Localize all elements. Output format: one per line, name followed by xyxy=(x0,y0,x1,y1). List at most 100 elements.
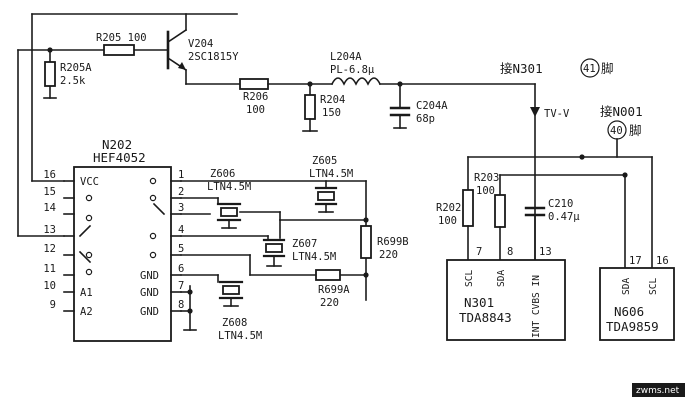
r202-value: 100 xyxy=(438,215,457,227)
v204-ref: V204 xyxy=(188,38,213,50)
n202-pin-9-number: 9 xyxy=(50,299,56,311)
n202-pin-10-label: A1 xyxy=(80,287,93,299)
r205a-resistor: R205A 2.5k xyxy=(44,61,92,87)
r205a-ref: R205A xyxy=(60,62,92,74)
n202-pin-4-number: 4 xyxy=(178,224,184,236)
n202-pin-8-label: GND xyxy=(140,306,159,318)
n202-pin-12-number: 12 xyxy=(43,243,56,255)
r205a-value: 2.5k xyxy=(60,75,86,87)
z608-filter: Z608 LTN4.5M xyxy=(217,274,262,342)
n202-pin-6-label: GND xyxy=(140,270,159,282)
z607-filter: Z607 LTN4.5M xyxy=(262,235,336,267)
n202-pin-8-number: 8 xyxy=(178,299,184,311)
z607-ref: Z607 xyxy=(292,238,317,250)
n202-pin-1-number: 1 xyxy=(178,169,184,181)
tv-v-signal: TV-V xyxy=(530,83,570,261)
l204a-ref: L204A xyxy=(330,51,362,63)
n001-note-suffix: 脚 xyxy=(629,123,642,138)
r206-resistor: R206 100 xyxy=(239,78,333,116)
n202-pin-7-number: 7 xyxy=(178,280,184,292)
r205-label: R205 100 xyxy=(96,32,147,44)
r202-ref: R202 xyxy=(436,202,461,214)
n202-pin-3-number: 3 xyxy=(178,202,184,214)
z605-part: LTN4.5M xyxy=(309,168,353,180)
n001-note-prefix: 接N001 xyxy=(600,104,643,119)
n202-pin-16-number: 16 xyxy=(43,169,56,181)
c210-value: 0.47μ xyxy=(548,211,580,223)
r203-resistor: R203 100 xyxy=(474,172,506,261)
z607-part: LTN4.5M xyxy=(292,251,336,263)
n301-scl-label: SCL xyxy=(464,270,475,287)
ic-n202: N202 HEF4052 16VCC151413121110A19A212345… xyxy=(43,137,184,342)
n001-note-pin: 40 xyxy=(610,125,623,137)
z605-ref: Z605 xyxy=(312,155,337,167)
n606-sda-label: SDA xyxy=(621,278,632,295)
z606-ref: Z606 xyxy=(210,168,235,180)
r206-ref: R206 xyxy=(243,91,268,103)
l204a-value: PL-6.8μ xyxy=(330,64,375,76)
n301-cvbs-label: INT CVBS IN xyxy=(531,275,542,338)
n301-ref: N301 xyxy=(464,295,494,310)
z605-filter: Z605 LTN4.5M xyxy=(309,155,353,213)
z606-part: LTN4.5M xyxy=(207,181,251,193)
n301-pin41-note: 接N301 41 脚 xyxy=(500,58,614,78)
n301-note-suffix: 脚 xyxy=(601,61,614,76)
c204a-value: 68p xyxy=(416,113,435,125)
r204-value: 150 xyxy=(322,107,341,119)
n202-pin-16-label: VCC xyxy=(80,176,99,188)
n301-pin-8: 8 xyxy=(507,246,513,258)
v204-part: 2SC1815Y xyxy=(188,51,239,63)
n001-pin40-note: 接N001 40 脚 xyxy=(600,104,643,140)
top-wiring xyxy=(17,13,238,237)
r699b-ref: R699B xyxy=(377,236,409,248)
n202-pin-7-label: GND xyxy=(140,287,159,299)
n202-part: HEF4052 xyxy=(93,150,146,165)
c204a-ref: C204A xyxy=(416,100,448,112)
r699b-value: 220 xyxy=(379,249,398,261)
r699a-value: 220 xyxy=(320,297,339,309)
n202-pin-13-number: 13 xyxy=(43,224,56,236)
ic-n301: 7 8 13 SCL SDA INT CVBS IN N301 TDA8843 xyxy=(446,246,566,341)
watermark: zwms.net xyxy=(632,383,685,397)
n606-ref: N606 xyxy=(614,304,644,319)
n202-internal-switches xyxy=(78,177,166,276)
n202-pin-2-number: 2 xyxy=(178,186,184,198)
tv-v-label: TV-V xyxy=(544,108,570,120)
n202-pin-11-number: 11 xyxy=(43,263,56,275)
n301-sda-label: SDA xyxy=(496,270,507,287)
r205-resistor: R205 100 xyxy=(96,32,147,56)
n606-pin-16: 16 xyxy=(656,255,669,267)
n301-note-prefix: 接N301 xyxy=(500,61,543,76)
z608-ref: Z608 xyxy=(222,317,247,329)
n301-pin-7: 7 xyxy=(476,246,482,258)
n301-part: TDA8843 xyxy=(459,310,512,325)
r206-value: 100 xyxy=(246,104,265,116)
r699b-resistor: R699B 220 xyxy=(360,225,409,261)
c204a-capacitor: C204A 68p xyxy=(389,81,448,129)
c210-ref: C210 xyxy=(548,198,573,210)
r202-resistor: R202 100 xyxy=(436,189,474,261)
n202-pin-9-label: A2 xyxy=(80,306,93,318)
r699a-ref: R699A xyxy=(318,284,350,296)
watermark-text: zwms.net xyxy=(636,386,680,396)
n202-pin-5-number: 5 xyxy=(178,243,184,255)
r204-ref: R204 xyxy=(320,94,345,106)
n301-note-pin: 41 xyxy=(583,63,596,75)
n202-pin-15-number: 15 xyxy=(43,186,56,198)
z608-part: LTN4.5M xyxy=(218,330,262,342)
c210-capacitor: C210 0.47μ xyxy=(524,198,580,261)
n606-pin-17: 17 xyxy=(629,255,642,267)
n202-ref: N202 xyxy=(102,137,132,152)
l204a-inductor: L204A PL-6.8μ xyxy=(330,51,536,86)
n202-right-wiring xyxy=(180,180,369,331)
n301-pin-13: 13 xyxy=(539,246,552,258)
r203-ref: R203 xyxy=(474,172,499,184)
r203-value: 100 xyxy=(476,185,495,197)
n202-pin-6-number: 6 xyxy=(178,263,184,275)
n606-part: TDA9859 xyxy=(606,319,659,334)
z606-filter: Z606 LTN4.5M xyxy=(207,168,281,229)
r699a-resistor: R699A 220 xyxy=(315,269,350,309)
transistor-v204: V204 2SC1815Y xyxy=(166,13,241,85)
